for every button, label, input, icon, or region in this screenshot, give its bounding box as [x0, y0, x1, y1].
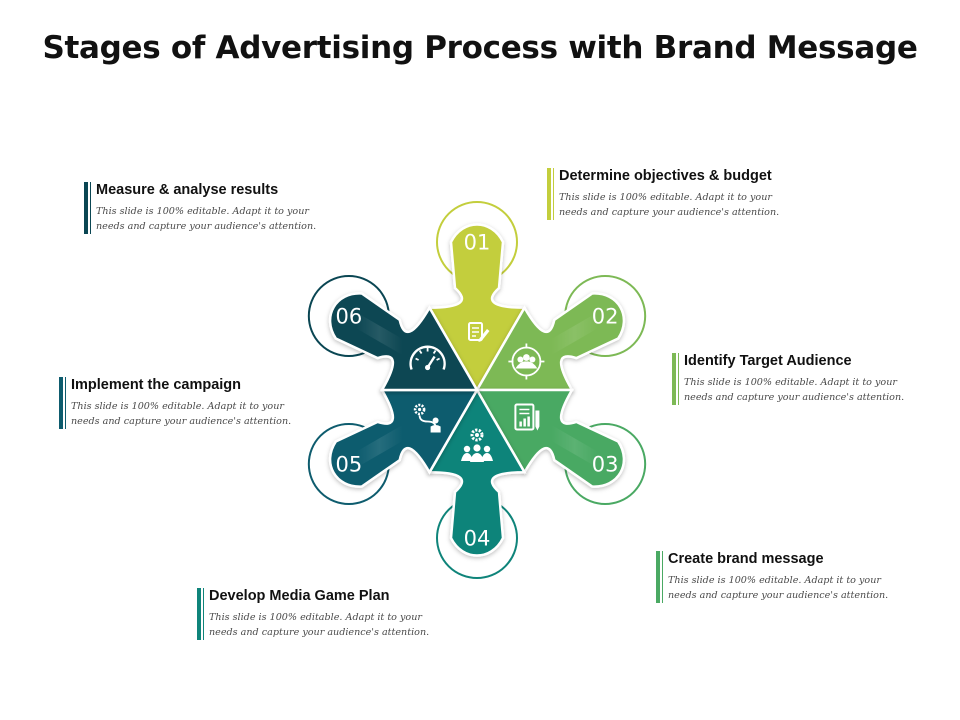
stage-05-text: Implement the campaign This slide is 100…	[59, 377, 309, 429]
team-gear-icon	[461, 428, 493, 462]
stage-02-number: 02	[592, 305, 619, 329]
stage-01-heading: Determine objectives & budget	[559, 168, 772, 184]
stage-04-description: This slide is 100% editable. Adapt it to…	[209, 612, 430, 638]
stage-06-description: This slide is 100% editable. Adapt it to…	[96, 206, 317, 232]
stage-05-number: 05	[335, 453, 362, 477]
stage-02-text: Identify Target Audience This slide is 1…	[672, 353, 922, 405]
stage-05-heading: Implement the campaign	[71, 377, 242, 393]
stage-03-text: Create brand message This slide is 100% …	[656, 551, 906, 603]
target-audience-icon	[508, 343, 545, 380]
stage-06-number: 06	[335, 305, 362, 329]
stage-06-heading: Measure & analyse results	[96, 182, 279, 198]
stage-03-heading: Create brand message	[668, 551, 824, 567]
speedometer-icon	[409, 345, 446, 371]
stage-01-text: Determine objectives & budget This slide…	[547, 168, 797, 220]
stage-06-text: Measure & analyse results This slide is …	[84, 182, 334, 234]
process-person-icon	[413, 403, 441, 433]
stage-02-heading: Identify Target Audience	[684, 353, 852, 369]
report-pen-icon	[514, 403, 540, 431]
stage-04-heading: Develop Media Game Plan	[209, 588, 390, 604]
stage-01-description: This slide is 100% editable. Adapt it to…	[559, 192, 780, 218]
checklist-pen-icon	[468, 322, 490, 342]
stage-01-number: 01	[464, 231, 491, 255]
stage-04-number: 04	[464, 527, 491, 551]
stage-05-description: This slide is 100% editable. Adapt it to…	[71, 401, 292, 427]
stage-03-description: This slide is 100% editable. Adapt it to…	[668, 575, 889, 601]
stage-02-description: This slide is 100% editable. Adapt it to…	[684, 377, 905, 403]
stage-03-number: 03	[592, 453, 619, 477]
page-title: Stages of Advertising Process with Brand…	[42, 30, 918, 66]
stage-04-text: Develop Media Game Plan This slide is 10…	[197, 588, 447, 640]
